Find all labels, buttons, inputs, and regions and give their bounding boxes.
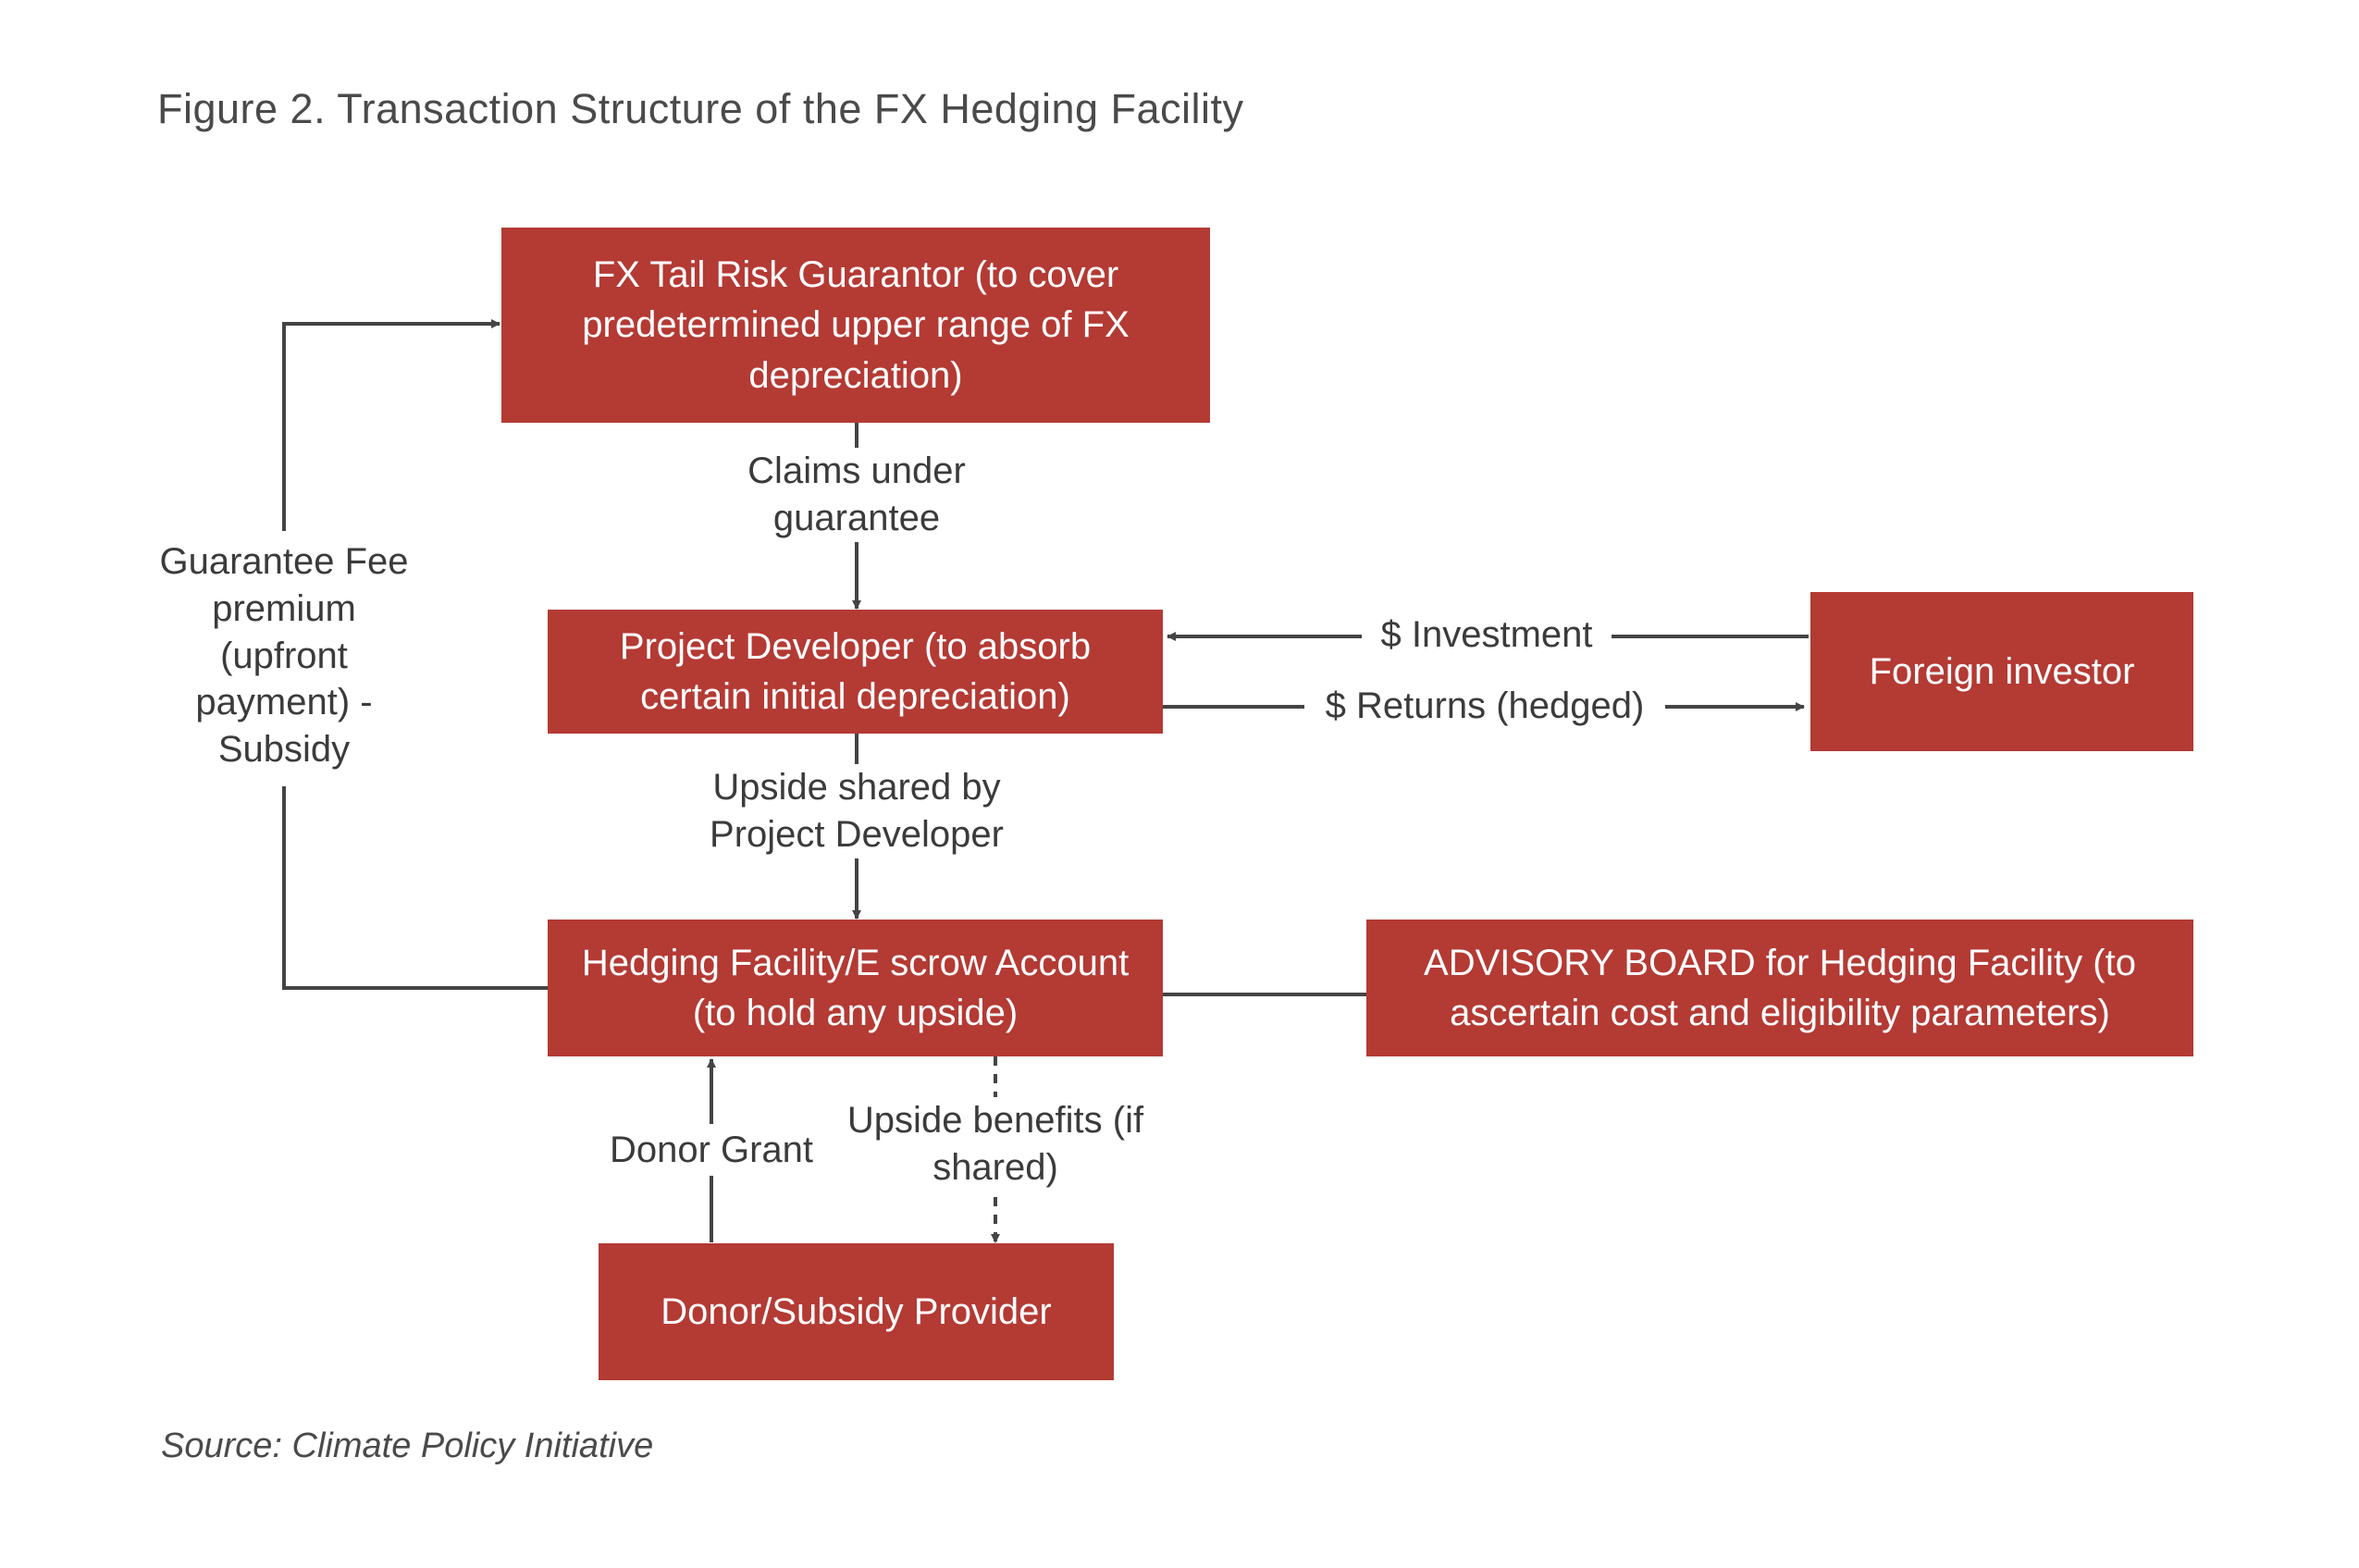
donor-grant-label: Donor Grant <box>585 1124 838 1176</box>
source-note: Source: Climate Policy Initiative <box>161 1426 654 1465</box>
foreign-investor-box: Foreign investor <box>1810 592 2193 751</box>
guarantee-fee-label: Guarantee Fee premium (upfront payment) … <box>145 531 423 786</box>
fx-tail-risk-guarantor-box: FX Tail Risk Guarantor (to cover predete… <box>501 228 1210 423</box>
donor-subsidy-provider-box: Donor/Subsidy Provider <box>599 1243 1114 1380</box>
returns-label: $ Returns (hedged) <box>1304 682 1665 730</box>
advisory-board-box: ADVISORY BOARD for Hedging Facility (to … <box>1366 920 2193 1056</box>
upside-shared-label: Upside shared by Project Developer <box>666 764 1047 858</box>
figure-title: Figure 2. Transaction Structure of the F… <box>157 85 1244 132</box>
claims-label: Claims under guarantee <box>722 448 992 542</box>
project-developer-box: Project Developer (to absorb certain ini… <box>548 610 1163 734</box>
investment-label: $ Investment <box>1362 611 1612 659</box>
hedging-facility-box: Hedging Facility/E scrow Account (to hol… <box>548 920 1163 1056</box>
upside-benefits-label: Upside benefits (if shared) <box>842 1097 1149 1191</box>
